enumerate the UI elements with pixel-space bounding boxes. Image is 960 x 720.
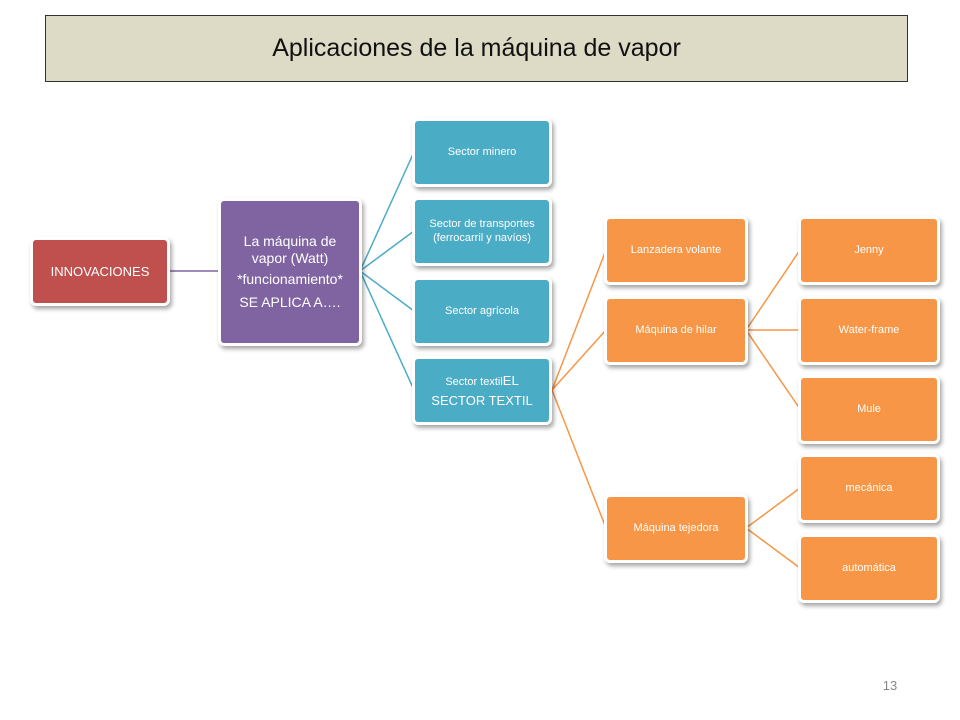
jenny-label: Jenny: [854, 243, 884, 256]
steam-engine-line1: La máquina de vapor (Watt): [243, 233, 337, 267]
page-title: Aplicaciones de la máquina de vapor: [272, 34, 681, 62]
title-box: Aplicaciones de la máquina de vapor: [45, 15, 908, 82]
mecanica-label: mecánica: [845, 481, 893, 494]
node-steam-engine: La máquina de vapor (Watt) *funcionamien…: [218, 198, 362, 346]
node-mecanica: mecánica: [798, 454, 940, 523]
node-lanzadera-volante: Lanzadera volante: [604, 216, 748, 285]
sector-minero-label: Sector minero: [447, 145, 517, 158]
sector-textil-small-label: Sector textil: [445, 376, 503, 389]
water-frame-label: Water-frame: [838, 323, 900, 336]
sector-textil-big-label: EL SECTOR TEXTIL: [431, 373, 533, 408]
connector-spinning-mule: [745, 329, 801, 410]
connector-machine-transport: [359, 230, 415, 272]
automatica-label: automática: [842, 561, 896, 574]
maquina-tejedora-label: Máquina tejedora: [633, 521, 719, 534]
node-jenny: Jenny: [798, 216, 940, 285]
maquina-hilar-label: Máquina de hilar: [635, 323, 717, 336]
steam-engine-line2: *funcionamiento*: [237, 271, 343, 287]
connector-textile-weaving: [551, 389, 607, 529]
connector-spinning-jenny: [745, 249, 801, 331]
node-sector-minero: Sector minero: [412, 118, 552, 187]
connector-textile-shuttle: [551, 249, 607, 391]
node-automatica: automática: [798, 534, 940, 603]
node-innovaciones: INNOVACIONES: [30, 237, 170, 306]
node-sector-textil: Sector textilEL SECTOR TEXTIL: [412, 356, 552, 425]
node-sector-transportes: Sector de transportes (ferrocarril y nav…: [412, 197, 552, 266]
node-sector-agricola: Sector agrícola: [412, 277, 552, 346]
node-water-frame: Water-frame: [798, 296, 940, 365]
lanzadera-volante-label: Lanzadera volante: [630, 243, 722, 256]
connector-machine-textile: [359, 270, 415, 391]
sector-agricola-label: Sector agrícola: [445, 304, 519, 317]
node-maquina-tejedora: Máquina tejedora: [604, 494, 748, 563]
steam-engine-line3: SE APLICA A….: [239, 293, 341, 310]
connector-textile-spinning: [551, 329, 607, 391]
node-maquina-hilar: Máquina de hilar: [604, 296, 748, 365]
node-innovaciones-label: INNOVACIONES: [50, 263, 150, 279]
sector-transportes-label: Sector de transportes (ferrocarril y nav…: [429, 218, 535, 244]
connector-weaving-automatica: [745, 527, 801, 569]
mule-label: Mule: [857, 402, 881, 415]
node-mule: Mule: [798, 375, 940, 444]
connector-machine-agriculture: [359, 270, 415, 312]
connector-weaving-mecanica: [745, 487, 801, 529]
page-number: 13: [882, 678, 898, 693]
connector-machine-mining: [359, 151, 415, 272]
